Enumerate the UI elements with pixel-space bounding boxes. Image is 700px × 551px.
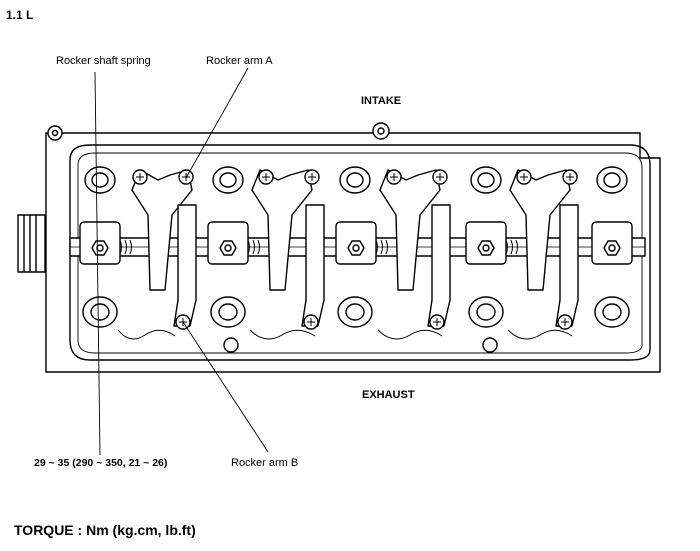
engine-variant-label: 1.1 L xyxy=(6,8,34,22)
intake-bolt-bosses xyxy=(84,166,628,194)
rocker-arm-b-label: Rocker arm B xyxy=(231,457,299,469)
rocker-arm-a-label: Rocker arm A xyxy=(206,55,273,67)
torque-value: 29 ~ 35 (290 ~ 350, 21 ~ 26) xyxy=(34,457,168,469)
rocker-arms-a xyxy=(131,169,571,291)
head-side-stub xyxy=(17,214,46,273)
head-inner-rim xyxy=(69,144,651,361)
intake-label: INTAKE xyxy=(361,95,402,107)
rocker-arms-b xyxy=(173,204,579,327)
leader-lines xyxy=(94,67,269,456)
support-bolts xyxy=(91,240,621,256)
torque-unit-note: TORQUE : Nm (kg.cm, lb.ft) xyxy=(14,522,196,538)
exhaust-label: EXHAUST xyxy=(362,389,415,401)
exhaust-bolt-bosses xyxy=(82,296,630,328)
rocker-shaft-spring-label: Rocker shaft spring xyxy=(56,55,151,67)
